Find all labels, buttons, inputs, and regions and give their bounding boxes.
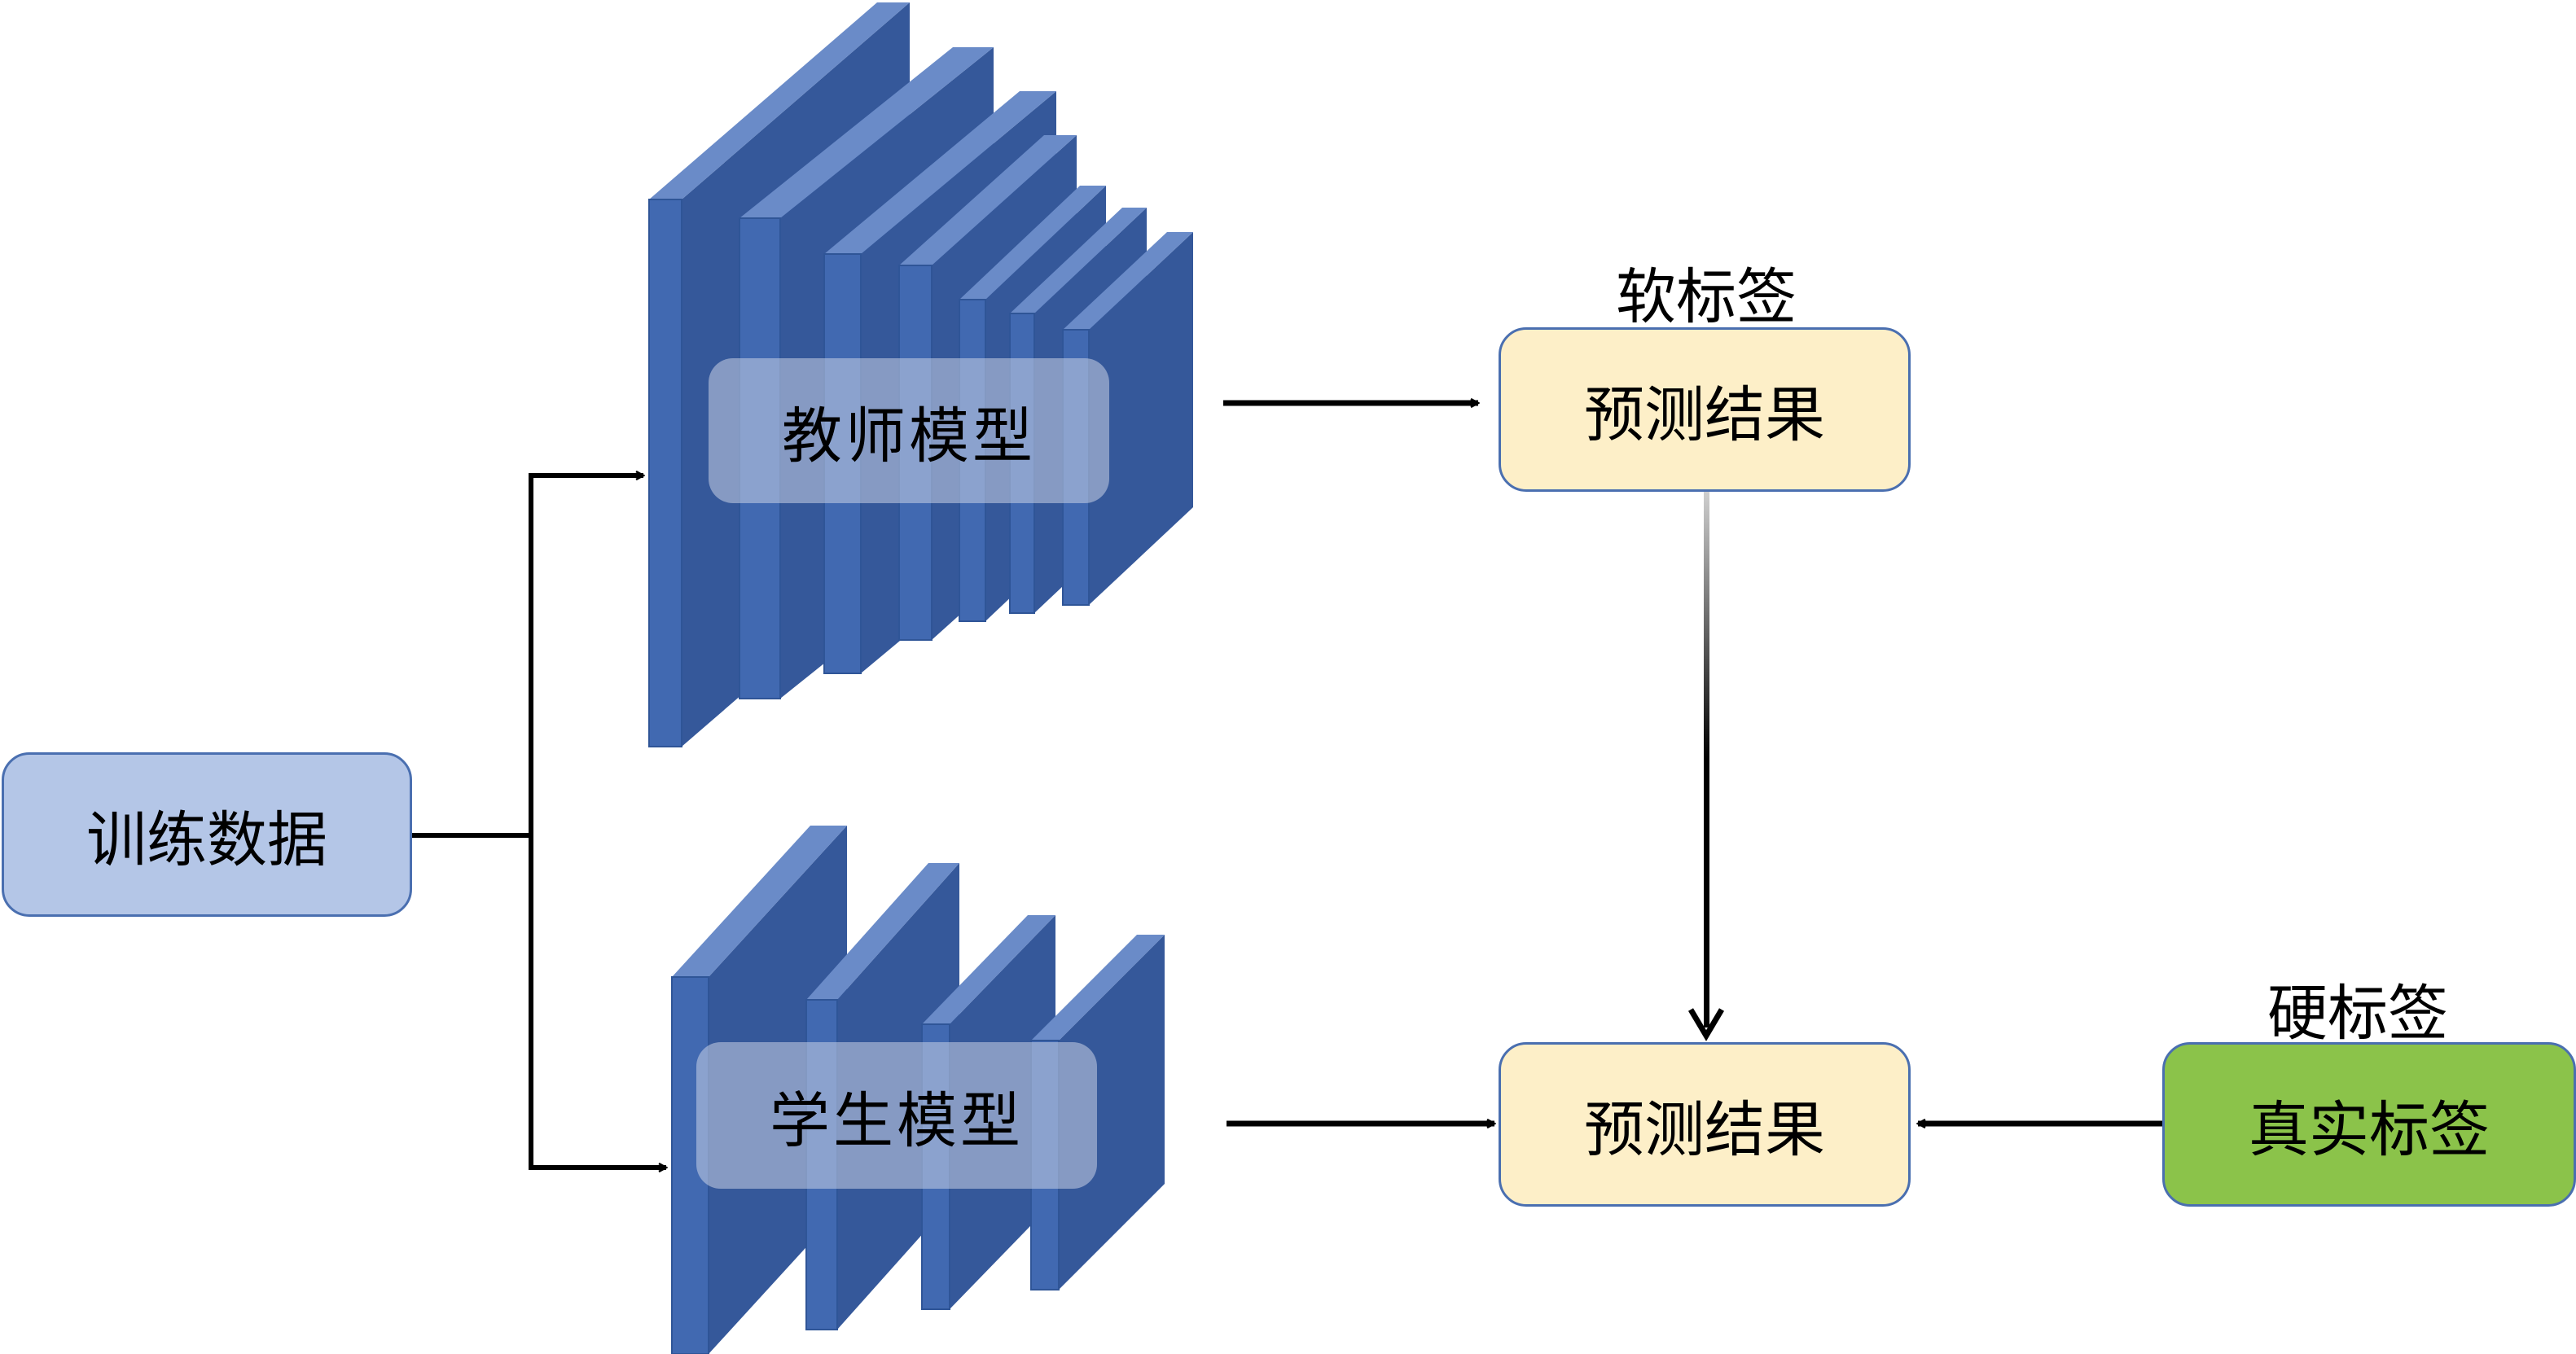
layer-top-face: [649, 2, 910, 199]
arrow-soft-to-output-line: [1704, 490, 1709, 1028]
layer-top-face: [899, 135, 1077, 265]
ground-truth-label: 真实标签: [2249, 1094, 2490, 1165]
student-prediction-label: 预测结果: [1584, 1094, 1825, 1165]
layer-top-face: [806, 863, 959, 1000]
layer-top-face: [922, 915, 1055, 1024]
layer-front-face: [648, 199, 682, 747]
layer-top-face: [824, 91, 1056, 254]
arrow-to-student: [529, 835, 666, 1168]
ground-truth-box: 真实标签: [2162, 1042, 2576, 1207]
layer-top-face: [672, 826, 847, 977]
hard-label-caption: 硬标签: [2267, 979, 2448, 1049]
layer-top-face: [959, 186, 1106, 300]
arrow-to-teacher: [529, 475, 643, 835]
training-data-box: 训练数据: [2, 752, 412, 917]
training-data-label: 训练数据: [86, 804, 327, 875]
arrow-soft-to-output-head: [1687, 1008, 1725, 1041]
layer-top-face: [1031, 935, 1165, 1041]
student-model-label-panel: 学生模型: [696, 1042, 1097, 1189]
teacher-prediction-label: 预测结果: [1584, 379, 1825, 450]
student-model-label: 学生模型: [770, 1085, 1024, 1156]
teacher-model-label: 教师模型: [782, 401, 1036, 471]
student-prediction-box: 预测结果: [1499, 1042, 1911, 1207]
layer-top-face: [1010, 208, 1147, 313]
layer-top-face: [1063, 232, 1193, 330]
layer-side-face: [1059, 935, 1165, 1290]
layer-top-face: [739, 47, 994, 218]
teacher-model-label-panel: 教师模型: [709, 358, 1109, 503]
teacher-prediction-box: 预测结果: [1499, 327, 1911, 492]
soft-label-caption: 软标签: [1616, 262, 1797, 332]
layer-side-face: [1089, 232, 1193, 605]
